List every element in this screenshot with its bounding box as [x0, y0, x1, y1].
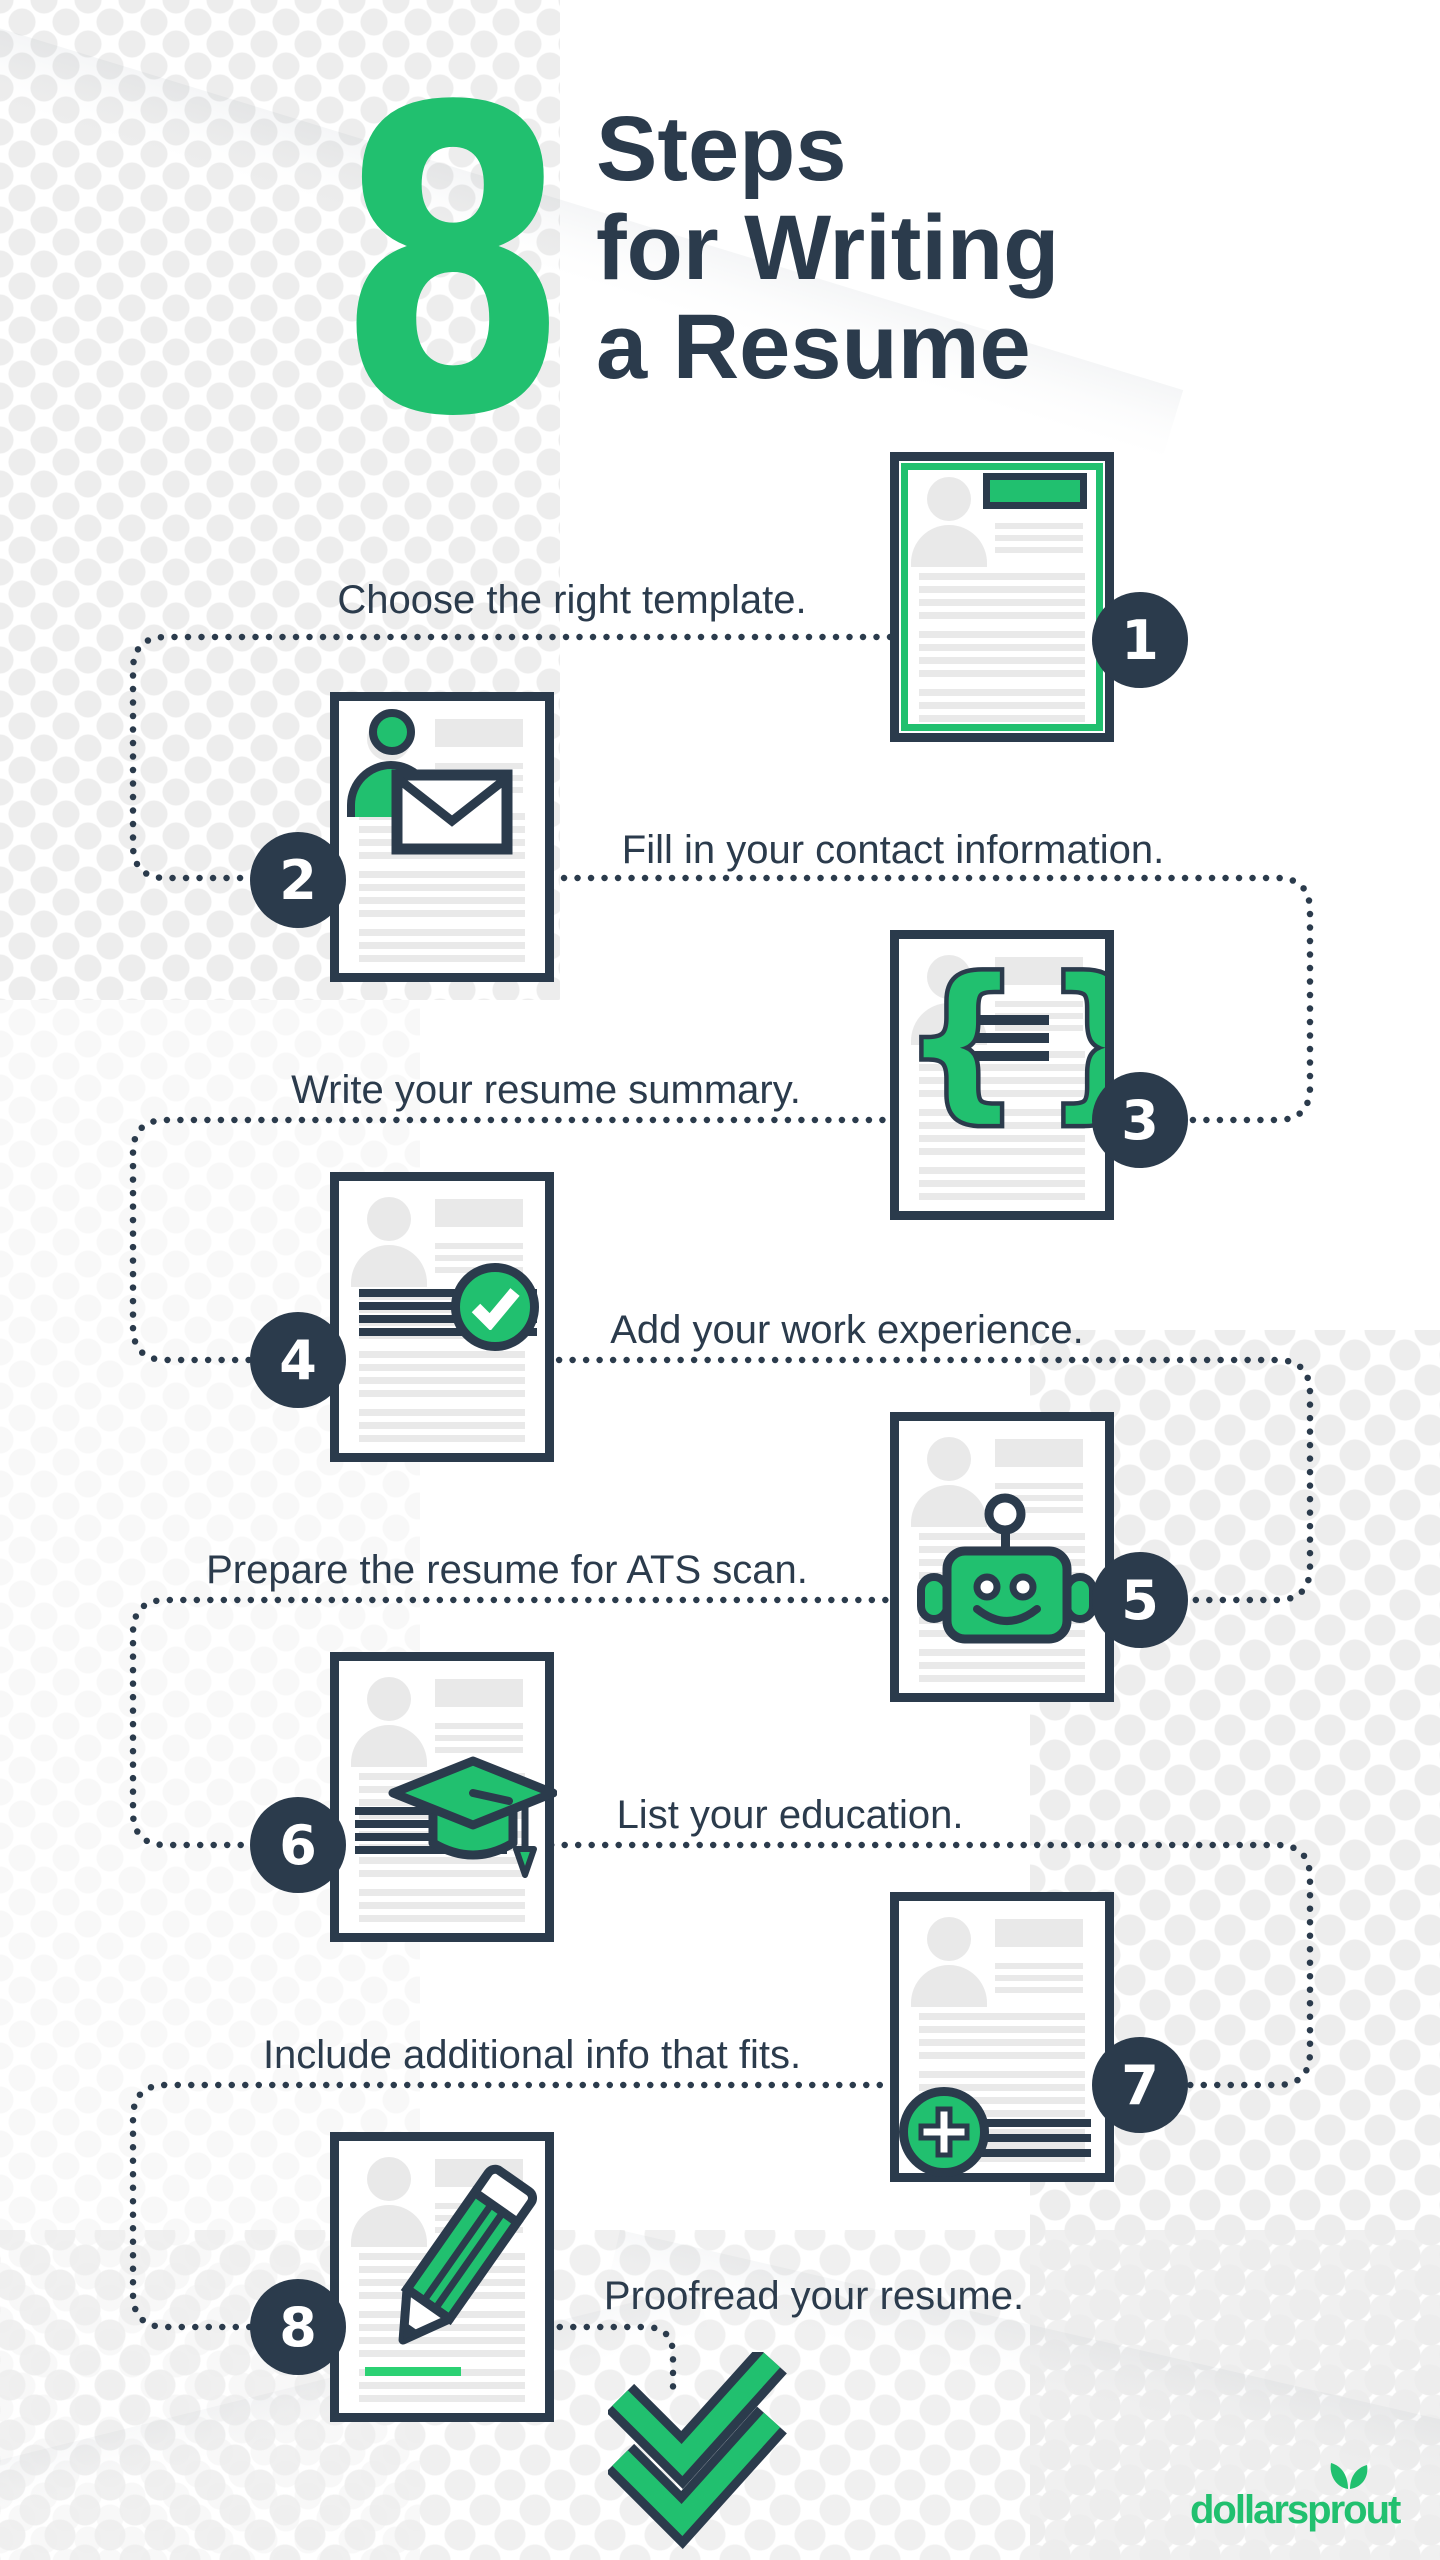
step-badge-3: 3	[1092, 1072, 1188, 1168]
robot-icon	[917, 1493, 1097, 1644]
step-label-2: Fill in your contact information.	[621, 828, 1165, 872]
plus-icon	[899, 2087, 989, 2177]
double-checkmark-icon	[608, 2352, 787, 2550]
step-badge-1: 1	[1092, 592, 1188, 688]
resume-document-step-2	[330, 692, 554, 982]
step-badge-6: 6	[250, 1797, 346, 1893]
bold-line	[359, 1302, 537, 1310]
resume-document-step-8	[330, 2132, 554, 2422]
resume-placeholder-lines	[899, 461, 1105, 733]
step-label-3: Write your resume summary.	[291, 1068, 801, 1112]
step-badge-4: 4	[250, 1312, 346, 1408]
bold-line	[941, 2134, 1091, 2142]
svg-text:{: {	[903, 957, 1020, 1136]
step-badge-5: 5	[1092, 1552, 1188, 1648]
step-badge-2: 2	[250, 832, 346, 928]
title-big-number: 8	[336, 20, 570, 509]
step-label-8: Proofread your resume.	[603, 2274, 1025, 2318]
resume-document-step-7	[890, 1892, 1114, 2182]
title-line: Steps	[596, 98, 847, 200]
resume-document-step-1	[890, 452, 1114, 742]
title-line: for Writing	[596, 197, 1060, 299]
green-frame-icon	[901, 463, 1103, 731]
page-title: Steps for Writing a Resume	[596, 100, 1059, 397]
bold-line	[359, 1328, 537, 1336]
bold-line	[359, 1315, 537, 1323]
resume-placeholder-lines	[899, 1901, 1105, 2173]
resume-document-step-6	[330, 1652, 557, 1942]
bold-line	[359, 1289, 537, 1297]
step-badge-8: 8	[250, 2279, 346, 2375]
envelope-icon	[391, 769, 513, 855]
resume-document-step-4	[330, 1172, 554, 1462]
person-icon	[369, 709, 415, 755]
bold-line	[355, 1846, 507, 1854]
resume-document-step-5	[890, 1412, 1114, 1702]
checkmark-icon	[451, 1263, 539, 1351]
step-badge-7: 7	[1092, 2037, 1188, 2133]
title-line: a Resume	[596, 296, 1031, 398]
step-label-6: List your education.	[616, 1793, 964, 1837]
step-label-5: Prepare the resume for ATS scan.	[206, 1548, 808, 1592]
curly-braces-icon: { }	[899, 957, 1105, 1141]
dollarsprout-logo: dollarsprout	[1190, 2488, 1401, 2532]
bold-line	[941, 2149, 1091, 2157]
drawn-line	[365, 2367, 461, 2376]
pencil-icon	[398, 2164, 538, 2345]
graduation-cap-icon	[388, 1756, 557, 1878]
resume-document-step-3: { }	[890, 930, 1114, 1220]
step-label-7: Include additional info that fits.	[262, 2033, 802, 2077]
step-label-4: Add your work experience.	[610, 1308, 1084, 1352]
step-label-1: Choose the right template.	[337, 578, 807, 622]
bold-line	[941, 2119, 1091, 2127]
leaf-icon	[1330, 2463, 1368, 2489]
